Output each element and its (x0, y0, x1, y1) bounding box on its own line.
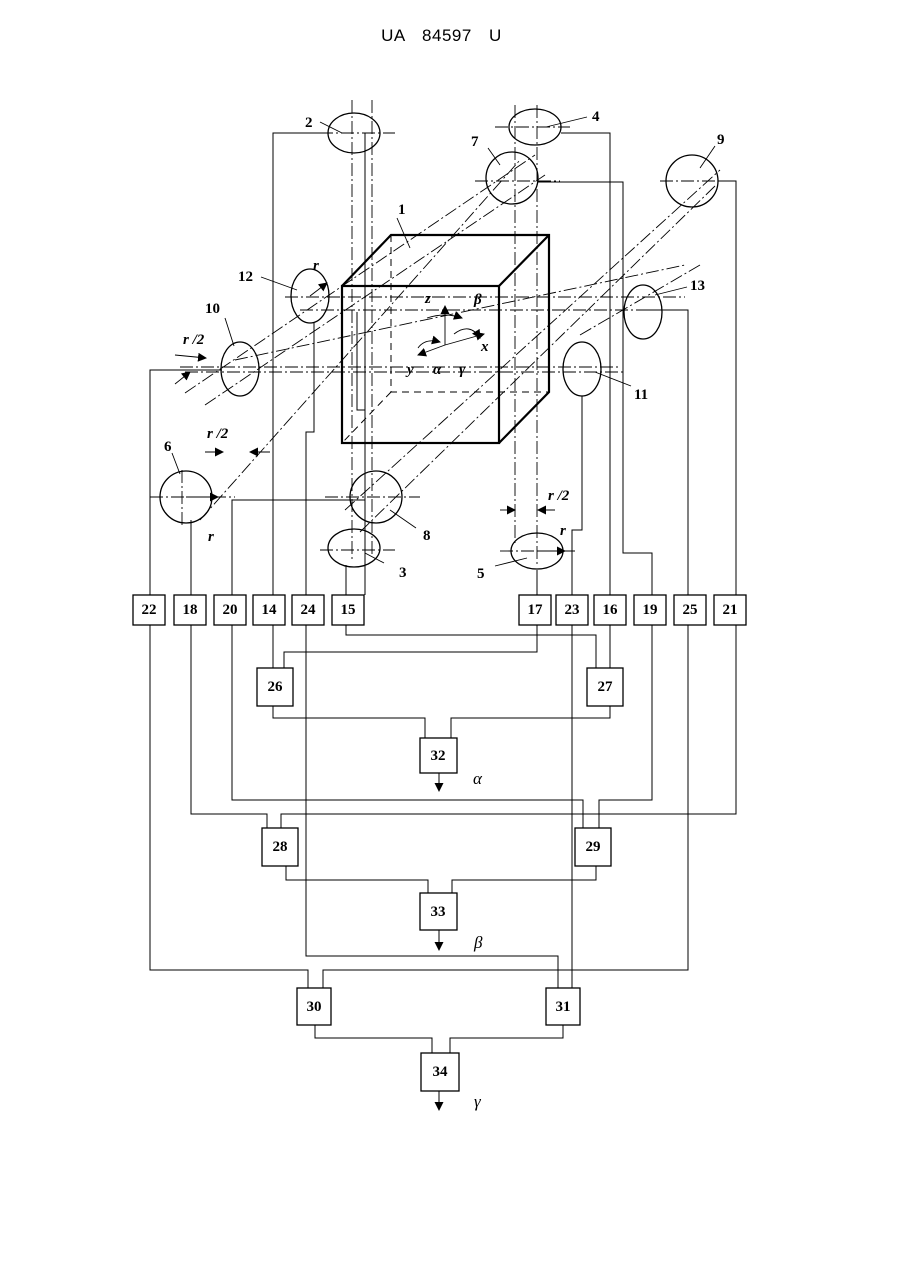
label-5: 5 (477, 566, 485, 582)
cube (342, 235, 549, 443)
axis-label-beta: β (473, 292, 482, 308)
label-6: 6 (164, 439, 172, 455)
dim-r-half-sensor-6: r /2 (207, 426, 229, 442)
box-26-label: 26 (268, 679, 284, 695)
label-12: 12 (238, 269, 253, 285)
sensor-11 (563, 342, 601, 396)
label-8: 8 (423, 528, 431, 544)
box-14-label: 14 (262, 602, 278, 618)
dim-r-sensor-12: r (313, 258, 319, 274)
box-21-label: 21 (723, 602, 738, 618)
sensor-10 (221, 342, 259, 396)
label-4: 4 (592, 109, 600, 125)
box-25-label: 25 (683, 602, 698, 618)
axis-label-z: z (424, 291, 431, 307)
output-beta: β (473, 933, 483, 952)
axis-label-gamma: γ (459, 362, 466, 378)
box-30-label: 30 (307, 999, 322, 1015)
label-1: 1 (398, 202, 406, 218)
output-alpha: α (473, 769, 483, 788)
box-16-label: 16 (603, 602, 619, 618)
box-18-label: 18 (183, 602, 198, 618)
dim-r-half-sensor-5: r /2 (548, 488, 570, 504)
label-13: 13 (690, 278, 705, 294)
label-3: 3 (399, 565, 407, 581)
label-9: 9 (717, 132, 725, 148)
box-23-label: 23 (565, 602, 580, 618)
box-row: 22 18 20 14 24 15 17 23 16 19 25 21 (133, 595, 746, 625)
box-31-label: 31 (556, 999, 571, 1015)
axis-label-x: x (480, 339, 489, 355)
dim-r-sensor-5: r (560, 523, 566, 539)
centre-lines (150, 100, 735, 565)
box-32-label: 32 (431, 748, 446, 764)
sensor-7 (486, 152, 538, 204)
axis-label-alpha: α (433, 362, 442, 378)
output-gamma: γ (474, 1092, 482, 1111)
label-11: 11 (634, 387, 648, 403)
box-34-label: 34 (433, 1064, 449, 1080)
dim-r-sensor-6: r (208, 529, 214, 545)
coordinate-axes: z β x y α γ (405, 291, 489, 378)
axis-label-y: y (405, 362, 414, 378)
box-17-label: 17 (528, 602, 544, 618)
sensor-13 (624, 285, 662, 339)
box-22-label: 22 (142, 602, 157, 618)
label-10: 10 (205, 301, 220, 317)
processing-boxes: 26 27 32 α 28 29 33 β 30 31 34 γ (257, 668, 623, 1111)
label-2: 2 (305, 115, 313, 131)
label-7: 7 (471, 134, 479, 150)
box-24-label: 24 (301, 602, 317, 618)
box-33-label: 33 (431, 904, 446, 920)
box-15-label: 15 (341, 602, 356, 618)
box-29-label: 29 (586, 839, 601, 855)
box-27-label: 27 (598, 679, 614, 695)
box-20-label: 20 (223, 602, 238, 618)
box-19-label: 19 (643, 602, 658, 618)
dim-r-half-sensor-10: r /2 (183, 332, 205, 348)
box-28-label: 28 (273, 839, 288, 855)
